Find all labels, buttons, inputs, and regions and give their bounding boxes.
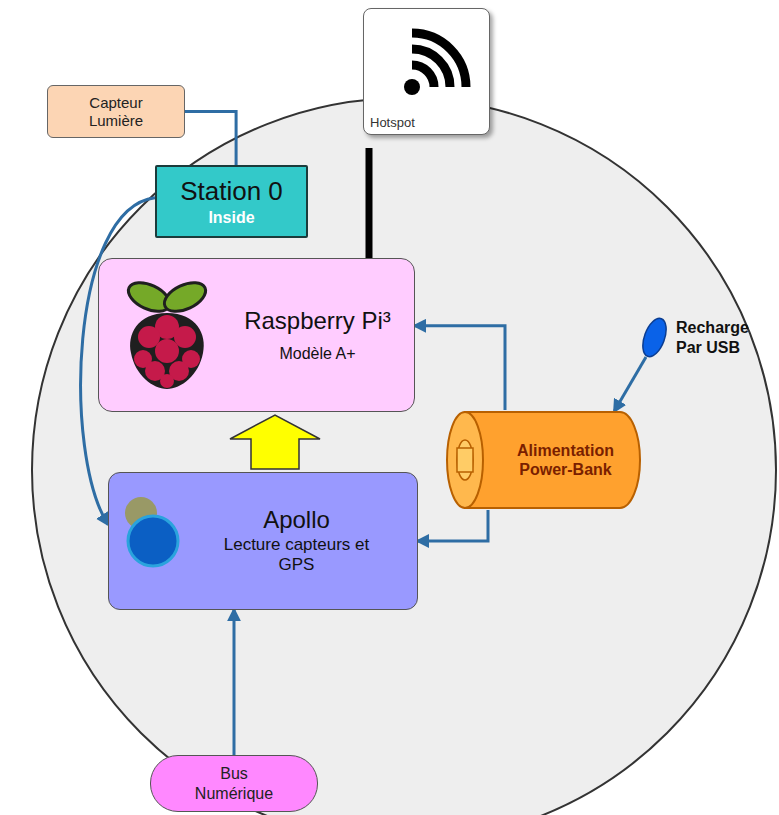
usb-port <box>642 315 667 360</box>
battery-cylinder <box>445 410 642 510</box>
node-label: Capteur Lumière <box>76 94 156 130</box>
node-label: Apollo <box>263 506 330 535</box>
connector <box>418 510 488 541</box>
power-bank: Alimentation Power-Bank <box>445 410 642 510</box>
sensor-box: Capteur Lumière <box>47 85 185 138</box>
node-sublabel: Inside <box>208 208 254 227</box>
hotspot-box: Hotspot <box>363 8 490 135</box>
antenna <box>366 148 373 262</box>
connector <box>614 357 646 411</box>
text-area: Capteur Lumière <box>48 86 184 137</box>
connector <box>233 610 236 755</box>
text-area: ApolloLecture capteurs et GPS <box>109 473 417 609</box>
controller-box: ApolloLecture capteurs et GPS <box>108 472 418 610</box>
raspberry-logo <box>117 275 217 395</box>
enclosure-circle <box>32 98 776 815</box>
text-area: Station 0Inside <box>157 167 306 236</box>
station-box: Station 0Inside <box>155 165 308 238</box>
node-label: Raspberry Pi³ <box>244 307 391 336</box>
node-label: Alimentation Power-Bank <box>505 441 627 479</box>
text-area: Alimentation Power-Bank <box>445 410 642 510</box>
text-area: Recharge Par USB <box>676 313 771 362</box>
data-flow-arrow <box>230 415 320 469</box>
status-leds <box>109 473 189 573</box>
computer-box: Raspberry Pi³ Modèle A+ <box>98 258 415 412</box>
text-area: Bus Numérique <box>151 756 317 811</box>
text-area: Hotspot <box>364 9 489 134</box>
text-area: Raspberry Pi³ Modèle A+ <box>99 259 414 411</box>
node-label: Hotspot <box>370 115 415 131</box>
node-sublabel: Modèle A+ <box>279 344 355 363</box>
connector <box>415 326 505 410</box>
connector <box>185 112 236 166</box>
node-label: Bus Numérique <box>188 764 280 802</box>
node-label: Station 0 <box>180 176 283 207</box>
node-sublabel: Lecture capteurs et GPS <box>222 535 372 576</box>
usb-port: Recharge Par USB <box>642 315 667 360</box>
bus-pill: Bus Numérique <box>150 755 318 812</box>
node-label: Recharge Par USB <box>676 318 766 356</box>
